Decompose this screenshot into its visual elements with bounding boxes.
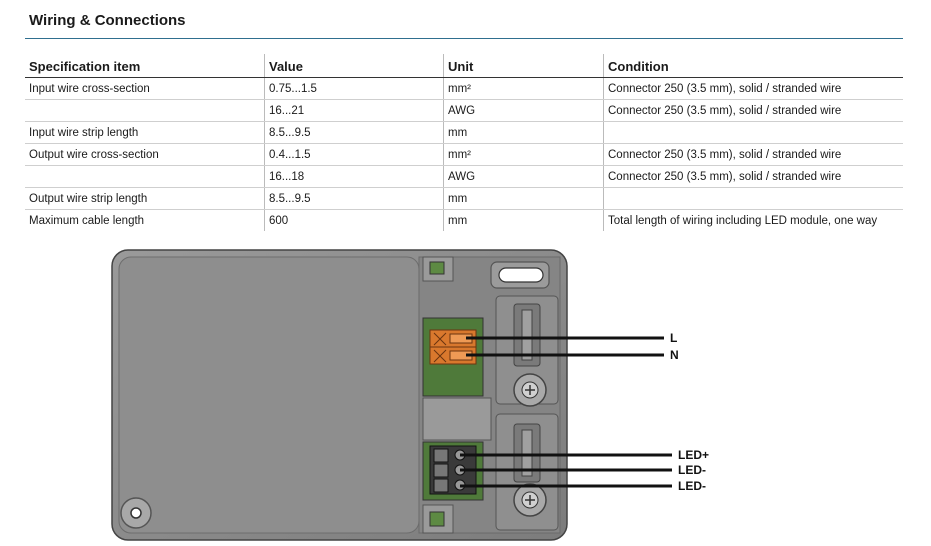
cell-unit: mm² — [443, 143, 604, 166]
table-header-row: Specification item Value Unit Condition — [25, 54, 903, 78]
cell-unit: mm² — [443, 77, 604, 100]
cell-condition: Connector 250 (3.5 mm), solid / stranded… — [603, 99, 903, 122]
cell-value: 8.5...9.5 — [264, 187, 444, 210]
title-divider — [25, 38, 903, 39]
cell-condition: Connector 250 (3.5 mm), solid / stranded… — [603, 77, 903, 100]
output-wires — [460, 453, 672, 488]
cell-value: 8.5...9.5 — [264, 121, 444, 144]
cell-unit: AWG — [443, 99, 604, 122]
cell-value: 16...18 — [264, 165, 444, 188]
cell-value: 600 — [264, 209, 444, 231]
middle-clip — [422, 397, 492, 441]
cell-item: Output wire cross-section — [25, 143, 265, 166]
cell-item: Output wire strip length — [25, 187, 265, 210]
cell-item: Input wire cross-section — [25, 77, 265, 100]
cell-unit: mm — [443, 121, 604, 144]
table-row: Input wire strip length 8.5...9.5 mm — [25, 121, 903, 144]
cell-condition: Connector 250 (3.5 mm), solid / stranded… — [603, 165, 903, 188]
cell-unit: mm — [443, 209, 604, 231]
cell-item — [25, 99, 265, 122]
table-row: Maximum cable length 600 mm Total length… — [25, 209, 903, 231]
wire-label-n: N — [670, 348, 679, 362]
header-spec-item: Specification item — [25, 54, 265, 78]
header-condition: Condition — [603, 54, 903, 78]
cell-unit: mm — [443, 187, 604, 210]
input-terminal-block — [422, 317, 484, 397]
cell-condition — [603, 187, 903, 210]
header-unit: Unit — [443, 54, 604, 78]
cell-value: 0.75...1.5 — [264, 77, 444, 100]
cell-item: Maximum cable length — [29, 214, 145, 227]
wire-label-led-minus-2: LED- — [678, 479, 706, 493]
latch-icon — [422, 256, 454, 282]
header-value: Value — [264, 54, 444, 78]
spec-table: Specification item Value Unit Condition … — [25, 54, 903, 231]
cell-condition — [603, 121, 903, 144]
table-row: 16...21 AWG Connector 250 (3.5 mm), soli… — [25, 99, 903, 122]
table-row: Input wire cross-section 0.75...1.5 mm² … — [25, 77, 903, 100]
section-title: Wiring & Connections — [29, 12, 186, 29]
mounting-slot-icon — [490, 261, 550, 289]
wire-label-led-minus: LED- — [678, 463, 706, 477]
cell-condition: Total length of wiring including LED mod… — [603, 209, 903, 231]
wire-label-led-plus: LED+ — [678, 448, 709, 462]
input-wires — [466, 336, 664, 357]
wire-label-l: L — [670, 331, 677, 345]
cell-value: 16...21 — [264, 99, 444, 122]
bottom-latch-icon — [422, 504, 454, 534]
cell-value: 0.4...1.5 — [264, 143, 444, 166]
table-row: Output wire cross-section 0.4...1.5 mm² … — [25, 143, 903, 166]
table-row: Output wire strip length 8.5...9.5 mm — [25, 187, 903, 210]
cell-condition: Connector 250 (3.5 mm), solid / stranded… — [603, 143, 903, 166]
strain-relief-clamps — [495, 295, 559, 531]
table-row: 16...18 AWG Connector 250 (3.5 mm), soli… — [25, 165, 903, 188]
mounting-hole-icon — [120, 497, 152, 529]
cell-item — [25, 165, 265, 188]
cell-unit: AWG — [443, 165, 604, 188]
cell-item: Input wire strip length — [25, 121, 265, 144]
